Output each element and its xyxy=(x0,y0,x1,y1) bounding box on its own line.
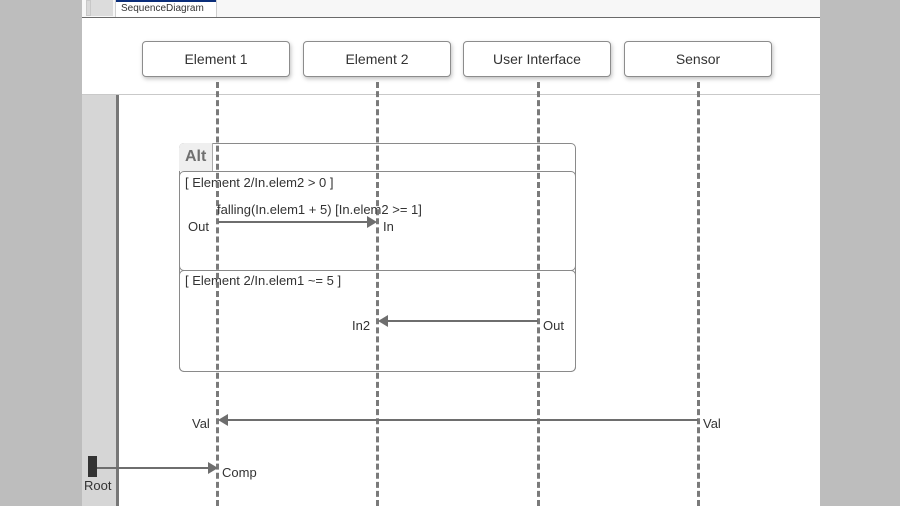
lifeline-head-user-interface[interactable]: User Interface xyxy=(463,41,611,77)
lifeline-name: User Interface xyxy=(493,51,581,67)
lifeline-sensor[interactable] xyxy=(697,82,700,506)
lifeline-name: Element 2 xyxy=(345,51,409,67)
lifeline-element-2[interactable] xyxy=(376,82,379,506)
message-line[interactable] xyxy=(386,320,538,322)
root-port-block[interactable] xyxy=(88,456,97,477)
lifeline-head-sensor[interactable]: Sensor xyxy=(624,41,772,77)
fragment-type-label: Alt xyxy=(185,148,207,165)
dest-port-label: Val xyxy=(192,416,210,431)
lifeline-head-element-1[interactable]: Element 1 xyxy=(142,41,290,77)
message-line[interactable] xyxy=(218,221,368,223)
lifeline-header: Element 1 Element 2 User Interface Senso… xyxy=(82,18,820,95)
tab-sequence-diagram[interactable]: SequenceDiagram xyxy=(115,0,217,17)
lifeline-user-interface[interactable] xyxy=(537,82,540,506)
dest-port-label: In xyxy=(383,219,394,234)
alt-fragment-tag: Alt xyxy=(179,143,213,171)
source-port-label: Out xyxy=(188,219,209,234)
dest-port-label: In2 xyxy=(352,318,371,333)
guard-condition-2[interactable]: [ Element 2/In.elem1 ~= 5 ] xyxy=(185,273,342,288)
lifeline-name: Sensor xyxy=(675,51,721,67)
lifeline-element-1[interactable] xyxy=(216,82,219,506)
source-port-label: Out xyxy=(543,318,564,333)
lifeline-head-element-2[interactable]: Element 2 xyxy=(303,41,451,77)
arrow-head-icon xyxy=(208,462,218,474)
sequence-diagram-editor: SequenceDiagram Element 1 Element 2 User… xyxy=(82,0,820,506)
lifeline-name: Element 1 xyxy=(184,51,248,67)
arrow-head-icon xyxy=(367,216,377,228)
tab-active-accent xyxy=(116,0,216,2)
message-line[interactable] xyxy=(226,419,698,421)
message-line[interactable] xyxy=(97,467,209,469)
arrow-head-icon xyxy=(378,315,388,327)
source-port-label: Val xyxy=(703,416,721,431)
message-label[interactable]: falling(In.elem1 + 5) [In.elem2 >= 1] xyxy=(217,202,422,217)
tab-strip: SequenceDiagram xyxy=(82,0,820,18)
tab-strip-handle[interactable] xyxy=(86,0,91,16)
guard-condition-1[interactable]: [ Element 2/In.elem2 > 0 ] xyxy=(185,175,334,190)
tab-label: SequenceDiagram xyxy=(121,3,204,14)
tab-placeholder[interactable] xyxy=(91,0,113,16)
dest-port-label: Comp xyxy=(222,465,257,480)
root-gutter xyxy=(82,94,119,506)
root-label: Root xyxy=(84,478,112,493)
arrow-head-icon xyxy=(218,414,228,426)
